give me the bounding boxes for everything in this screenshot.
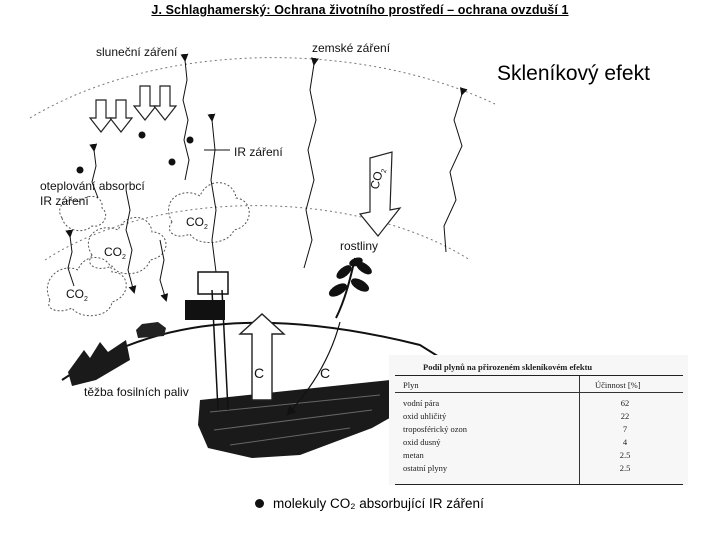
table-header-gas: Plyn (403, 380, 419, 390)
table-cell-value: 4 (622, 437, 628, 447)
table-cell-gas: ostatní plyny (403, 463, 448, 473)
carbon-label-right: C (320, 365, 330, 381)
table-cell-gas: metan (403, 450, 424, 460)
ir-radiation-label: IR záření (234, 145, 283, 159)
co2-absorption-arrow: CO2 (358, 151, 402, 237)
plant-icon (328, 257, 372, 319)
table-cell-value: 7 (622, 424, 628, 434)
table-cell-value: 62 (620, 398, 630, 408)
legend: molekuly CO₂ absorbující IR záření (255, 496, 484, 511)
table-row: metan 2.5 (395, 450, 683, 461)
table-row: oxid dusný 4 (395, 437, 683, 448)
factory (68, 340, 130, 386)
carbon-label-left: C (254, 365, 264, 381)
table-cell-gas: oxid dusný (403, 437, 441, 447)
earth-radiation-label: zemské záření (312, 41, 391, 55)
svg-text:CO2: CO2 (367, 166, 388, 191)
car-icon (136, 322, 166, 338)
warming-label-line2: IR záření (40, 194, 89, 208)
co2-cloud-2: CO2 (87, 217, 167, 275)
co2-molecule-dots (76, 131, 194, 174)
plants-label: rostliny (340, 239, 378, 253)
table-cell-value: 22 (620, 411, 630, 421)
atmosphere-arc-outer (29, 57, 496, 119)
solar-radiation-label: sluneční záření (96, 45, 178, 59)
legend-text: molekuly CO₂ absorbující IR záření (273, 496, 484, 511)
table-row: oxid uhličitý 22 (395, 411, 683, 422)
fossil-fuel-layer (198, 380, 395, 458)
ir-radiation-arrows (65, 53, 468, 302)
table-row: ostatní plyny 2.5 (395, 463, 683, 474)
solar-radiation-arrows (88, 85, 178, 133)
warming-label-line1: oteplování absorbcí (40, 179, 145, 193)
gas-share-table: Podíl plynů na přirozeném skleníkovém ef… (389, 355, 688, 485)
svg-text:CO2: CO2 (186, 215, 208, 231)
table-frame: Plyn Účinnost [%] vodní pára 62 oxid uhl… (395, 375, 683, 485)
table-cell-value: 2.5 (619, 450, 631, 460)
table-cell-gas: troposférický ozon (403, 424, 467, 434)
co2-cloud-3: CO2 (168, 182, 250, 243)
co2-cloud-1: CO2 (46, 257, 127, 317)
co2-dot-icon (255, 499, 264, 508)
header-title: J. Schlaghamerský: Ochrana životního pro… (151, 3, 569, 17)
svg-text:CO2: CO2 (66, 287, 88, 303)
table-row: vodní pára 62 (395, 398, 683, 409)
table-header-effect: Účinnost [%] (595, 380, 641, 390)
small-cloud (59, 195, 107, 232)
table-cell-gas: vodní pára (403, 398, 440, 408)
slide-title: Skleníkový efekt (497, 62, 650, 85)
table-title: Podíl plynů na přirozeném skleníkovém ef… (423, 362, 593, 372)
fossil-fuels-label: těžba fosilních paliv (84, 385, 189, 399)
table-cell-value: 2.5 (619, 463, 631, 473)
drill-rig (185, 271, 229, 411)
table-row: troposférický ozon 7 (395, 424, 683, 435)
svg-text:CO2: CO2 (104, 245, 126, 261)
table-cell-gas: oxid uhličitý (403, 411, 447, 421)
carbon-cycle-arrows (238, 313, 341, 416)
